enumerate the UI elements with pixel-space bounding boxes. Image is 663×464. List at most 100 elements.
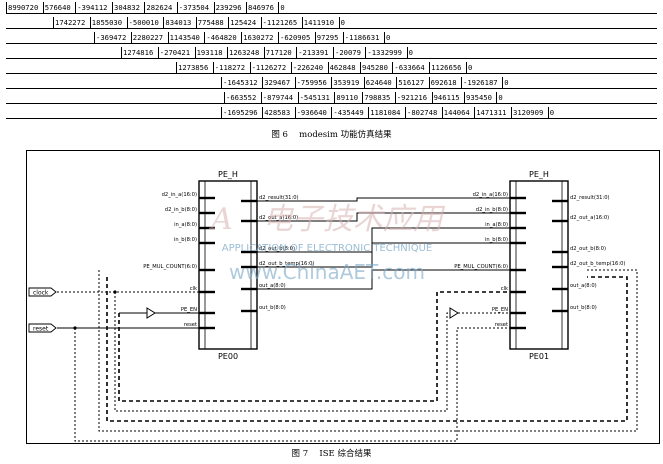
waveform-value: -464820 xyxy=(204,32,237,43)
waveform-value: -435449 xyxy=(331,107,364,118)
watermark-site: www.ChinaAET.com xyxy=(229,260,425,284)
pe00-out-pin-label: d2_out_a(16:0) xyxy=(259,215,298,221)
waveform-value: 1471311 xyxy=(474,107,507,118)
pe01-in-pin-label: clk xyxy=(501,286,508,292)
waveform-value: -633664 xyxy=(392,62,425,73)
pe01-in-pin-label: d2_in_a(16:0) xyxy=(473,192,508,198)
figure7-caption: 图 7 ISE 综合结果 xyxy=(291,449,372,459)
pe00-in-pin-label: in_b(8:0) xyxy=(174,237,197,243)
waveform-value: 0 xyxy=(502,77,509,88)
waveform-value: -663552 xyxy=(224,92,257,103)
pe01-in-pin-label: d2_in_b(8:0) xyxy=(476,207,508,213)
pe00-in-pin-label: clk xyxy=(190,286,197,292)
waveform-value: -1332999 xyxy=(365,47,403,58)
pe01-out-pin-label: out_b(8:0) xyxy=(570,305,597,311)
waveform-value: -226240 xyxy=(290,62,324,73)
waveform-value: 1263248 xyxy=(227,47,260,58)
waveform-value: 0 xyxy=(406,47,413,58)
pe01-block[interactable] xyxy=(509,180,569,350)
waveform-value: -1695296 xyxy=(221,107,258,118)
waveform-value: 462848 xyxy=(327,62,356,73)
waveform-value: -270421 xyxy=(157,47,191,58)
waveform-value: 2280227 xyxy=(130,32,164,43)
schematic-svg: d2_in_a(16:0) d2_in_b(8:0) in_a(8:0) in_b(8… xyxy=(28,170,638,442)
waveform-value: 0 xyxy=(466,62,473,73)
pe00-out-pin-label: d2_out_b(8:0) xyxy=(259,246,295,252)
waveform-value: 935450 xyxy=(464,92,492,103)
waveform-value: 1126656 xyxy=(429,62,462,73)
waveform-value: 97295 xyxy=(314,32,339,43)
waveform-value: 144064 xyxy=(441,107,470,118)
waveform-value: 945280 xyxy=(360,62,388,73)
waveform-value: 0 xyxy=(384,32,391,43)
waveform-value: 1630272 xyxy=(241,32,274,43)
waveform-value: 1411910 xyxy=(301,17,335,28)
waveform-value: -1186631 xyxy=(342,32,380,43)
pe00-out-pin-label: d2_result(31:0) xyxy=(259,195,299,201)
pe01-out-pin-label: d2_out_b_temp(16:0) xyxy=(570,261,625,267)
waveform-value: 1742272 xyxy=(53,17,86,28)
pe00-in-pin-label: PE_MUL_COUNT(6:0) xyxy=(143,264,197,270)
waveform-value: 692618 xyxy=(428,77,457,88)
waveform-value: 624640 xyxy=(363,77,392,88)
waveform-value: -545131 xyxy=(297,92,330,103)
schematic-frame: d2_in_a(16:0) d2_in_b(8:0) in_a(8:0) in_b(8… xyxy=(26,150,660,444)
pe01-name: PE01 xyxy=(529,352,549,361)
waveform-value: 946115 xyxy=(431,92,460,103)
waveform-value: 576640 xyxy=(42,2,71,13)
waveform-value: 0 xyxy=(338,17,345,28)
waveform-value: -1645312 xyxy=(221,77,258,88)
waveform-value: 0 xyxy=(496,92,503,103)
reset-port-label: reset xyxy=(33,326,49,333)
waveform-value: 1274816 xyxy=(121,47,154,58)
waveform-value: -1121265 xyxy=(260,17,298,28)
waveform-value: 353919 xyxy=(331,77,360,88)
waveform-value: 834013 xyxy=(163,17,192,28)
pe01-out-pin-label: d2_out_b(8:0) xyxy=(570,246,606,252)
waveform-value: 798835 xyxy=(362,92,391,103)
waveform-value: 193118 xyxy=(194,47,223,58)
waveform-value: -936640 xyxy=(294,107,327,118)
waveform-value: 0 xyxy=(547,107,555,118)
waveform-value: -1926187 xyxy=(461,77,498,88)
waveform-value: -118272 xyxy=(212,62,246,73)
waveform-value: 1273856 xyxy=(176,62,209,73)
clock-port[interactable]: clock xyxy=(28,287,57,297)
pe00-in-pin-label: d2_in_b(8:0) xyxy=(165,207,197,213)
waveform-value: 125424 xyxy=(228,17,257,28)
pe00-in-pin-label: in_a(8:0) xyxy=(174,222,197,228)
pe01-out-pin-label: d2_out_a(16:0) xyxy=(570,215,609,221)
waveform-value: 239296 xyxy=(213,2,242,13)
pe01-title: PE_H xyxy=(529,170,549,179)
waveform-value: -620905 xyxy=(278,32,311,43)
pe00-block[interactable] xyxy=(198,180,258,350)
waveform-value: 89110 xyxy=(334,92,359,103)
pe01-in-pin-label: in_a(8:0) xyxy=(485,222,508,228)
waveform-value: 282624 xyxy=(144,2,173,13)
pe01-in-pin-label: PE_MUL_COUNT(6:0) xyxy=(454,264,508,270)
pe00-out-pin-label: d2_out_b_temp(16:0) xyxy=(259,261,314,267)
reset-port[interactable]: reset xyxy=(28,323,57,333)
watermark-logo: A 电子技术应用 xyxy=(208,202,446,237)
waveform-value: -213391 xyxy=(296,47,329,58)
pe00-in-pin-label: d2_in_a(16:0) xyxy=(162,192,197,198)
pe01-out-pin-label: d2_result(31:0) xyxy=(570,195,610,201)
figure6-caption: 图 6 modesim 功能仿真结果 xyxy=(271,130,392,140)
waveform-value: -20079 xyxy=(333,47,361,58)
pe00-in-pin-label: reset xyxy=(184,322,197,328)
waveform-value: 717120 xyxy=(263,47,292,58)
waveform-value: 329467 xyxy=(262,77,291,88)
waveform-value: -1126272 xyxy=(249,62,287,73)
pe01-in-pin-label: in_b(8:0) xyxy=(485,237,508,243)
pe00-title: PE_H xyxy=(218,170,238,179)
waveform-value: 846976 xyxy=(246,2,274,13)
pe01-out-pin-label: out_a(8:0) xyxy=(570,283,597,289)
pe00-out-pin-label: out_a(8:0) xyxy=(259,283,286,289)
waveform-value: -373504 xyxy=(176,2,210,13)
